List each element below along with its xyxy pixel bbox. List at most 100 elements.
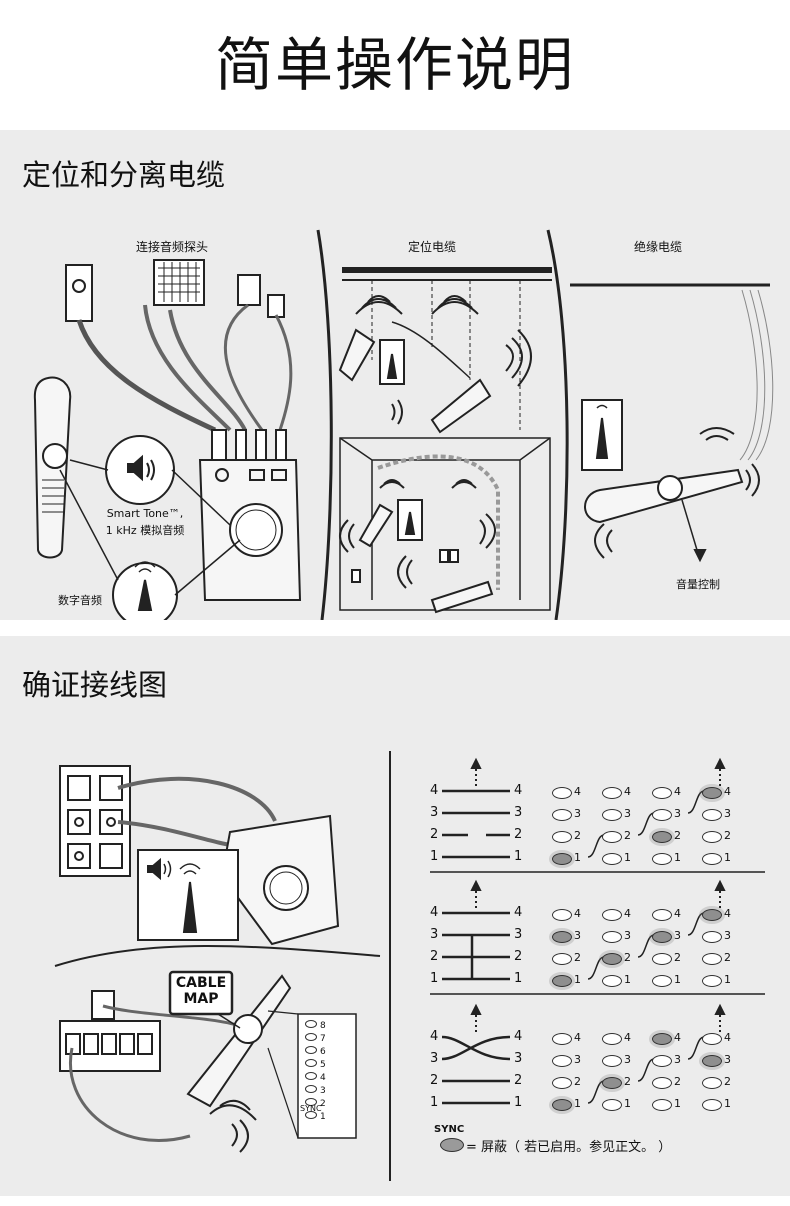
wire-number-right: 1 [514,849,523,864]
wire-number-right: 2 [514,1073,523,1088]
wire-number-right: 2 [514,949,523,964]
label-volume-control: 音量控制 [676,578,720,591]
led-off [652,1077,672,1089]
led-number: 1 [624,851,631,864]
led-number: 4 [674,1031,681,1044]
led-off [652,953,672,965]
led-label: 5 [305,1059,355,1072]
led-lit [652,1033,672,1045]
led-off [702,809,722,821]
led-lit [552,1099,572,1111]
led-lit [602,1077,622,1089]
led-number: 3 [574,929,581,942]
led-off [602,909,622,921]
section-heading-locate: 定位和分离电缆 [22,158,226,192]
led-number: 1 [674,851,681,864]
led-number: 3 [724,1053,731,1066]
led-number: 1 [674,973,681,986]
led-off [552,1055,572,1067]
led-number: 2 [624,951,631,964]
wire-number-left: 1 [430,971,439,986]
led-off [602,975,622,987]
wire-number-right: 4 [514,905,523,920]
wire-number-left: 2 [430,949,439,964]
wire-number-right: 3 [514,1051,523,1066]
cable-map-label-line2: MAP [183,991,219,1007]
led-off [652,787,672,799]
led-off [702,1033,722,1045]
led-number: 4 [574,1031,581,1044]
wire-number-right: 1 [514,1095,523,1110]
wiremap-illustration [54,751,765,1181]
wire-number-left: 3 [430,927,439,942]
led-label: 2 [305,1098,355,1111]
led-number: 4 [574,907,581,920]
led-number: 3 [674,1053,681,1066]
led-off [552,787,572,799]
led-off [652,853,672,865]
led-number: 3 [574,1053,581,1066]
led-number: 4 [674,907,681,920]
led-number: 4 [624,785,631,798]
label-connect-probe: 连接音频探头 [135,240,209,254]
led-number: 4 [624,1031,631,1044]
led-off [602,1055,622,1067]
led-off [602,853,622,865]
label-1khz-tone: 1 kHz 模拟音频 [105,524,185,537]
led-number: 2 [724,951,731,964]
cable-map-label-line1: CABLE [175,975,227,991]
led-lit [552,931,572,943]
led-off [702,975,722,987]
led-off [702,1077,722,1089]
section-heading-wiremap: 确证接线图 [22,668,168,702]
led-number: 4 [624,907,631,920]
led-off [552,1077,572,1089]
wire-number-left: 4 [430,1029,439,1044]
page-title: 简单操作说明 [214,31,575,99]
led-label: 7 [305,1033,355,1046]
led-number: 1 [724,973,731,986]
led-number: 2 [674,829,681,842]
led-number: 1 [724,851,731,864]
led-number: 1 [574,851,581,864]
led-number: 2 [574,1075,581,1088]
led-off [552,953,572,965]
led-number: 4 [724,1031,731,1044]
led-off [652,809,672,821]
led-off [552,809,572,821]
led-label: 1 [305,1111,355,1124]
led-off [552,831,572,843]
led-off [702,953,722,965]
wire-number-left: 4 [430,905,439,920]
led-number: 3 [624,1053,631,1066]
wire-number-right: 4 [514,783,523,798]
led-number: 1 [724,1097,731,1110]
led-number: 1 [574,973,581,986]
label-smart-tone: Smart Tone™, [106,507,184,520]
led-off [602,787,622,799]
led-number: 1 [624,973,631,986]
label-isolate-cable: 绝缘电缆 [633,240,683,254]
led-off [702,1099,722,1111]
led-number: 4 [724,785,731,798]
label-digital-tone: 数字音频 [58,594,102,607]
led-off [602,1033,622,1045]
led-lit [602,953,622,965]
led-label: 3 [305,1085,355,1098]
wire-number-left: 2 [430,1073,439,1088]
wire-number-left: 3 [430,805,439,820]
led-number: 3 [574,807,581,820]
led-off [702,853,722,865]
wire-number-right: 3 [514,805,523,820]
led-off [602,931,622,943]
wire-number-left: 2 [430,827,439,842]
led-lit [652,831,672,843]
led-off [552,1033,572,1045]
wiremap-panel: 确证接线图 [0,636,790,1196]
led-off [702,831,722,843]
led-number: 4 [574,785,581,798]
wire-number-right: 2 [514,827,523,842]
led-label: 4 [305,1072,355,1085]
led-lit [702,787,722,799]
led-lit [552,853,572,865]
